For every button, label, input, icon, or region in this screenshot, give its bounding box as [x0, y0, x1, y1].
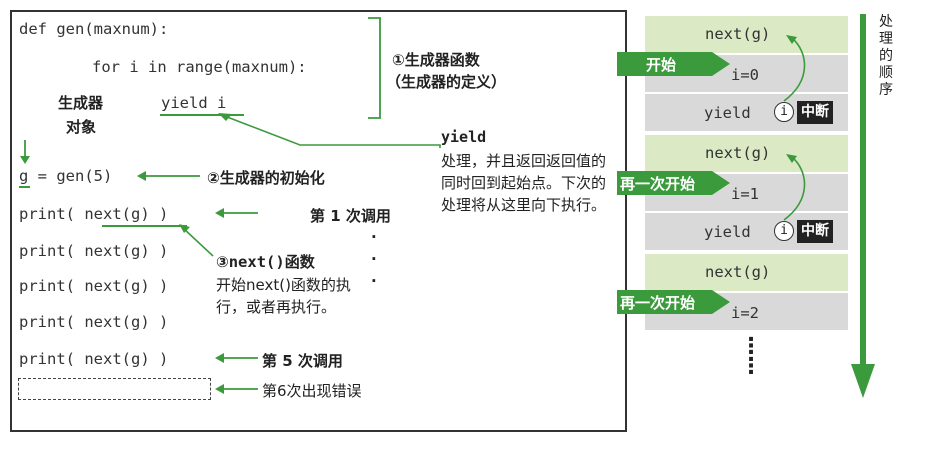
- seq-yield-text-1: yield: [704, 104, 751, 122]
- seq-next-text-1: next(g): [705, 25, 771, 43]
- seq-next-row-3: [645, 254, 848, 291]
- call-1-label: 第 1 次调用: [310, 207, 391, 225]
- start-flag-icon: [617, 52, 730, 76]
- code-line-init: g = gen(5): [19, 167, 113, 185]
- seq-yield-text-2: yield: [704, 223, 751, 241]
- i-circle-icon-1: i: [774, 102, 794, 122]
- resume-arrow-1: [783, 37, 806, 102]
- error-placeholder-box: [18, 378, 211, 400]
- restart-flag-icon-2: [617, 290, 730, 314]
- seq-next-row-1: [645, 16, 848, 53]
- order-arrow-shaft: [860, 14, 866, 366]
- call6-arrow-head: [215, 384, 224, 394]
- next-function-title: ③next()函数: [216, 253, 315, 271]
- code-annotations: [19, 17, 441, 394]
- code-line-for: for i in range(maxnum):: [92, 58, 307, 76]
- code-line-print-1: print( next(g) ): [19, 205, 169, 223]
- restart-flag-icon-1: [617, 171, 730, 195]
- ellipsis-dot-3: ·: [371, 272, 377, 290]
- interrupt-tag-1: 中断: [797, 101, 833, 124]
- restart-flag-label-1: 再一次开始: [620, 175, 696, 193]
- ellipsis-dot-1: ·: [371, 228, 377, 246]
- gen-function-label: ①生成器函数: [392, 51, 480, 69]
- seq-i1-text: i=1: [731, 185, 759, 203]
- yield-note-description: 处理，并且返回返回值的同时回到起始点。下次的处理将从这里向下执行。: [441, 152, 607, 214]
- order-label: 处理的顺序: [879, 14, 893, 98]
- function-bracket: [368, 17, 381, 119]
- yield-note-title: yield: [441, 128, 487, 146]
- call5-arrow-head: [215, 353, 224, 363]
- code-line-print-2: print( next(g) ): [19, 242, 169, 260]
- gen-definition-label: （生成器的定义）: [386, 73, 507, 91]
- code-line-def: def gen(maxnum):: [19, 20, 169, 38]
- gen-object-label-1: 生成器: [58, 94, 104, 112]
- seq-next-text-2: next(g): [705, 144, 771, 162]
- code-panel: [10, 10, 627, 432]
- code-line-yield: yield i: [161, 94, 227, 112]
- seq-next-text-3: next(g): [705, 263, 771, 281]
- call1-arrow-head: [215, 208, 224, 218]
- g-arrow-head: [20, 156, 30, 164]
- seq-i2-text: i=2: [731, 304, 759, 322]
- seq-vertical-dots: ⋮: [740, 334, 762, 359]
- call-6-error-label: 第6次出现错误: [262, 382, 362, 400]
- code-line-print-3: print( next(g) ): [19, 277, 169, 295]
- init-label: ②生成器的初始化: [207, 169, 325, 187]
- resume-arrow-head-2: [786, 154, 797, 163]
- init-arrow-head: [137, 171, 146, 181]
- start-flag-label: 开始: [646, 56, 677, 74]
- interrupt-tag-2: 中断: [797, 220, 833, 243]
- call-5-label: 第 5 次调用: [262, 352, 343, 370]
- ellipsis-dot-2: ·: [371, 250, 377, 268]
- next-function-description: 开始next()函数的执行，或者再执行。: [216, 276, 351, 316]
- code-line-print-5: print( next(g) ): [19, 350, 169, 368]
- seq-i0-text: i=0: [731, 66, 759, 84]
- next-arrow-head: [179, 224, 190, 233]
- resume-arrow-head-1: [786, 35, 797, 44]
- i-circle-icon-2: i: [774, 221, 794, 241]
- gen-object-label-2: 对象: [66, 118, 97, 136]
- sequence-graphics: [617, 14, 875, 398]
- seq-vertical-dots-2: ⋮: [740, 354, 762, 379]
- code-line-print-4: print( next(g) ): [19, 313, 169, 331]
- yield-arrow-line: [221, 114, 441, 148]
- seq-next-row-2: [645, 135, 848, 172]
- restart-flag-label-2: 再一次开始: [620, 294, 696, 312]
- order-arrow-head: [851, 364, 875, 398]
- yield-arrow-head: [218, 113, 232, 121]
- resume-arrow-2: [783, 156, 806, 221]
- next-arrow-line: [182, 227, 214, 257]
